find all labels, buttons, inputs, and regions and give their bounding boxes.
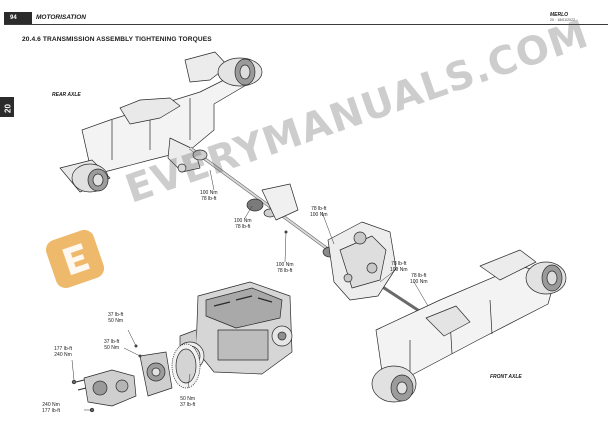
page-header: 94 MOTORISATION MERLO 20 · 18/01/2022 — [0, 12, 612, 26]
torque-value-lbft: 78 lb-ft — [311, 206, 327, 212]
torque-value-lbft: 37 lb-ft — [180, 402, 196, 408]
flywheel-coupling-drawing — [139, 343, 201, 397]
section-title: 20.4.6 TRANSMISSION ASSEMBLY TIGHTENING … — [22, 36, 212, 43]
engine-drawing — [175, 281, 293, 375]
torque-value-nm: 50 Nm — [104, 345, 120, 351]
front-axle-label: FRONT AXLE — [490, 374, 522, 380]
torque-value-nm: 240 Nm — [54, 352, 72, 358]
watermark-logo-icon — [45, 229, 105, 289]
torque-callout: 78 lb-ft 100 Nm — [390, 261, 408, 273]
callout-leaders — [71, 169, 429, 411]
torque-value-lbft: 78 lb-ft — [235, 224, 251, 230]
torque-callout: 240 Nm 177 lb-ft — [42, 402, 60, 414]
torque-callout: 50 Nm 37 lb-ft — [180, 396, 195, 408]
torque-callout: 100 Nm 78 lb-ft — [234, 218, 252, 230]
chapter-side-tab: 20 — [0, 97, 14, 117]
gearbox-drawing — [327, 221, 397, 301]
torque-value-lbft: 37 lb-ft — [108, 312, 124, 318]
torque-callout: 78 lb-ft 100 Nm — [310, 206, 328, 218]
torque-value-nm: 100 Nm — [390, 267, 408, 273]
torque-value-lbft: 78 lb-ft — [411, 273, 427, 279]
header-brand-block: MERLO 20 · 18/01/2022 — [550, 12, 604, 23]
torque-callout: 100 Nm 78 lb-ft — [200, 190, 218, 202]
torque-value-nm: 100 Nm — [234, 218, 252, 224]
torque-callout: 100 Nm 78 lb-ft — [276, 262, 294, 274]
torque-value-nm: 100 Nm — [310, 212, 328, 218]
rear-axle-label: REAR AXLE — [52, 92, 81, 98]
torque-callout: 37 lb-ft 50 Nm — [104, 339, 119, 351]
front-axle-drawing — [371, 249, 567, 403]
torque-value-nm: 100 Nm — [410, 279, 428, 285]
torque-value-lbft: 78 lb-ft — [277, 268, 293, 274]
torque-value-nm: 240 Nm — [42, 402, 60, 408]
torque-value-nm: 100 Nm — [200, 190, 218, 196]
torque-value-lbft: 78 lb-ft — [201, 196, 217, 202]
torque-value-nm: 100 Nm — [276, 262, 294, 268]
brand-logo: MERLO — [550, 12, 569, 18]
page-number: 94 — [4, 12, 32, 24]
document-reference: 20 · 18/01/2022 — [550, 18, 576, 22]
torque-callout: 78 lb-ft 100 Nm — [410, 273, 428, 285]
chapter-title: MOTORISATION — [36, 14, 86, 21]
torque-callout: 177 lb-ft 240 Nm — [54, 346, 72, 358]
rear-axle-drawing — [59, 51, 263, 193]
torque-value-lbft: 37 lb-ft — [104, 339, 120, 345]
header-divider — [4, 24, 608, 25]
torque-value-lbft: 78 lb-ft — [391, 261, 407, 267]
hydraulic-pump-drawing — [71, 369, 137, 413]
torque-callout: 37 lb-ft 50 Nm — [108, 312, 123, 324]
torque-value-lbft: 177 lb-ft — [42, 408, 61, 414]
torque-value-lbft: 177 lb-ft — [54, 346, 73, 352]
torque-value-nm: 50 Nm — [108, 318, 124, 324]
torque-value-nm: 50 Nm — [180, 396, 196, 402]
